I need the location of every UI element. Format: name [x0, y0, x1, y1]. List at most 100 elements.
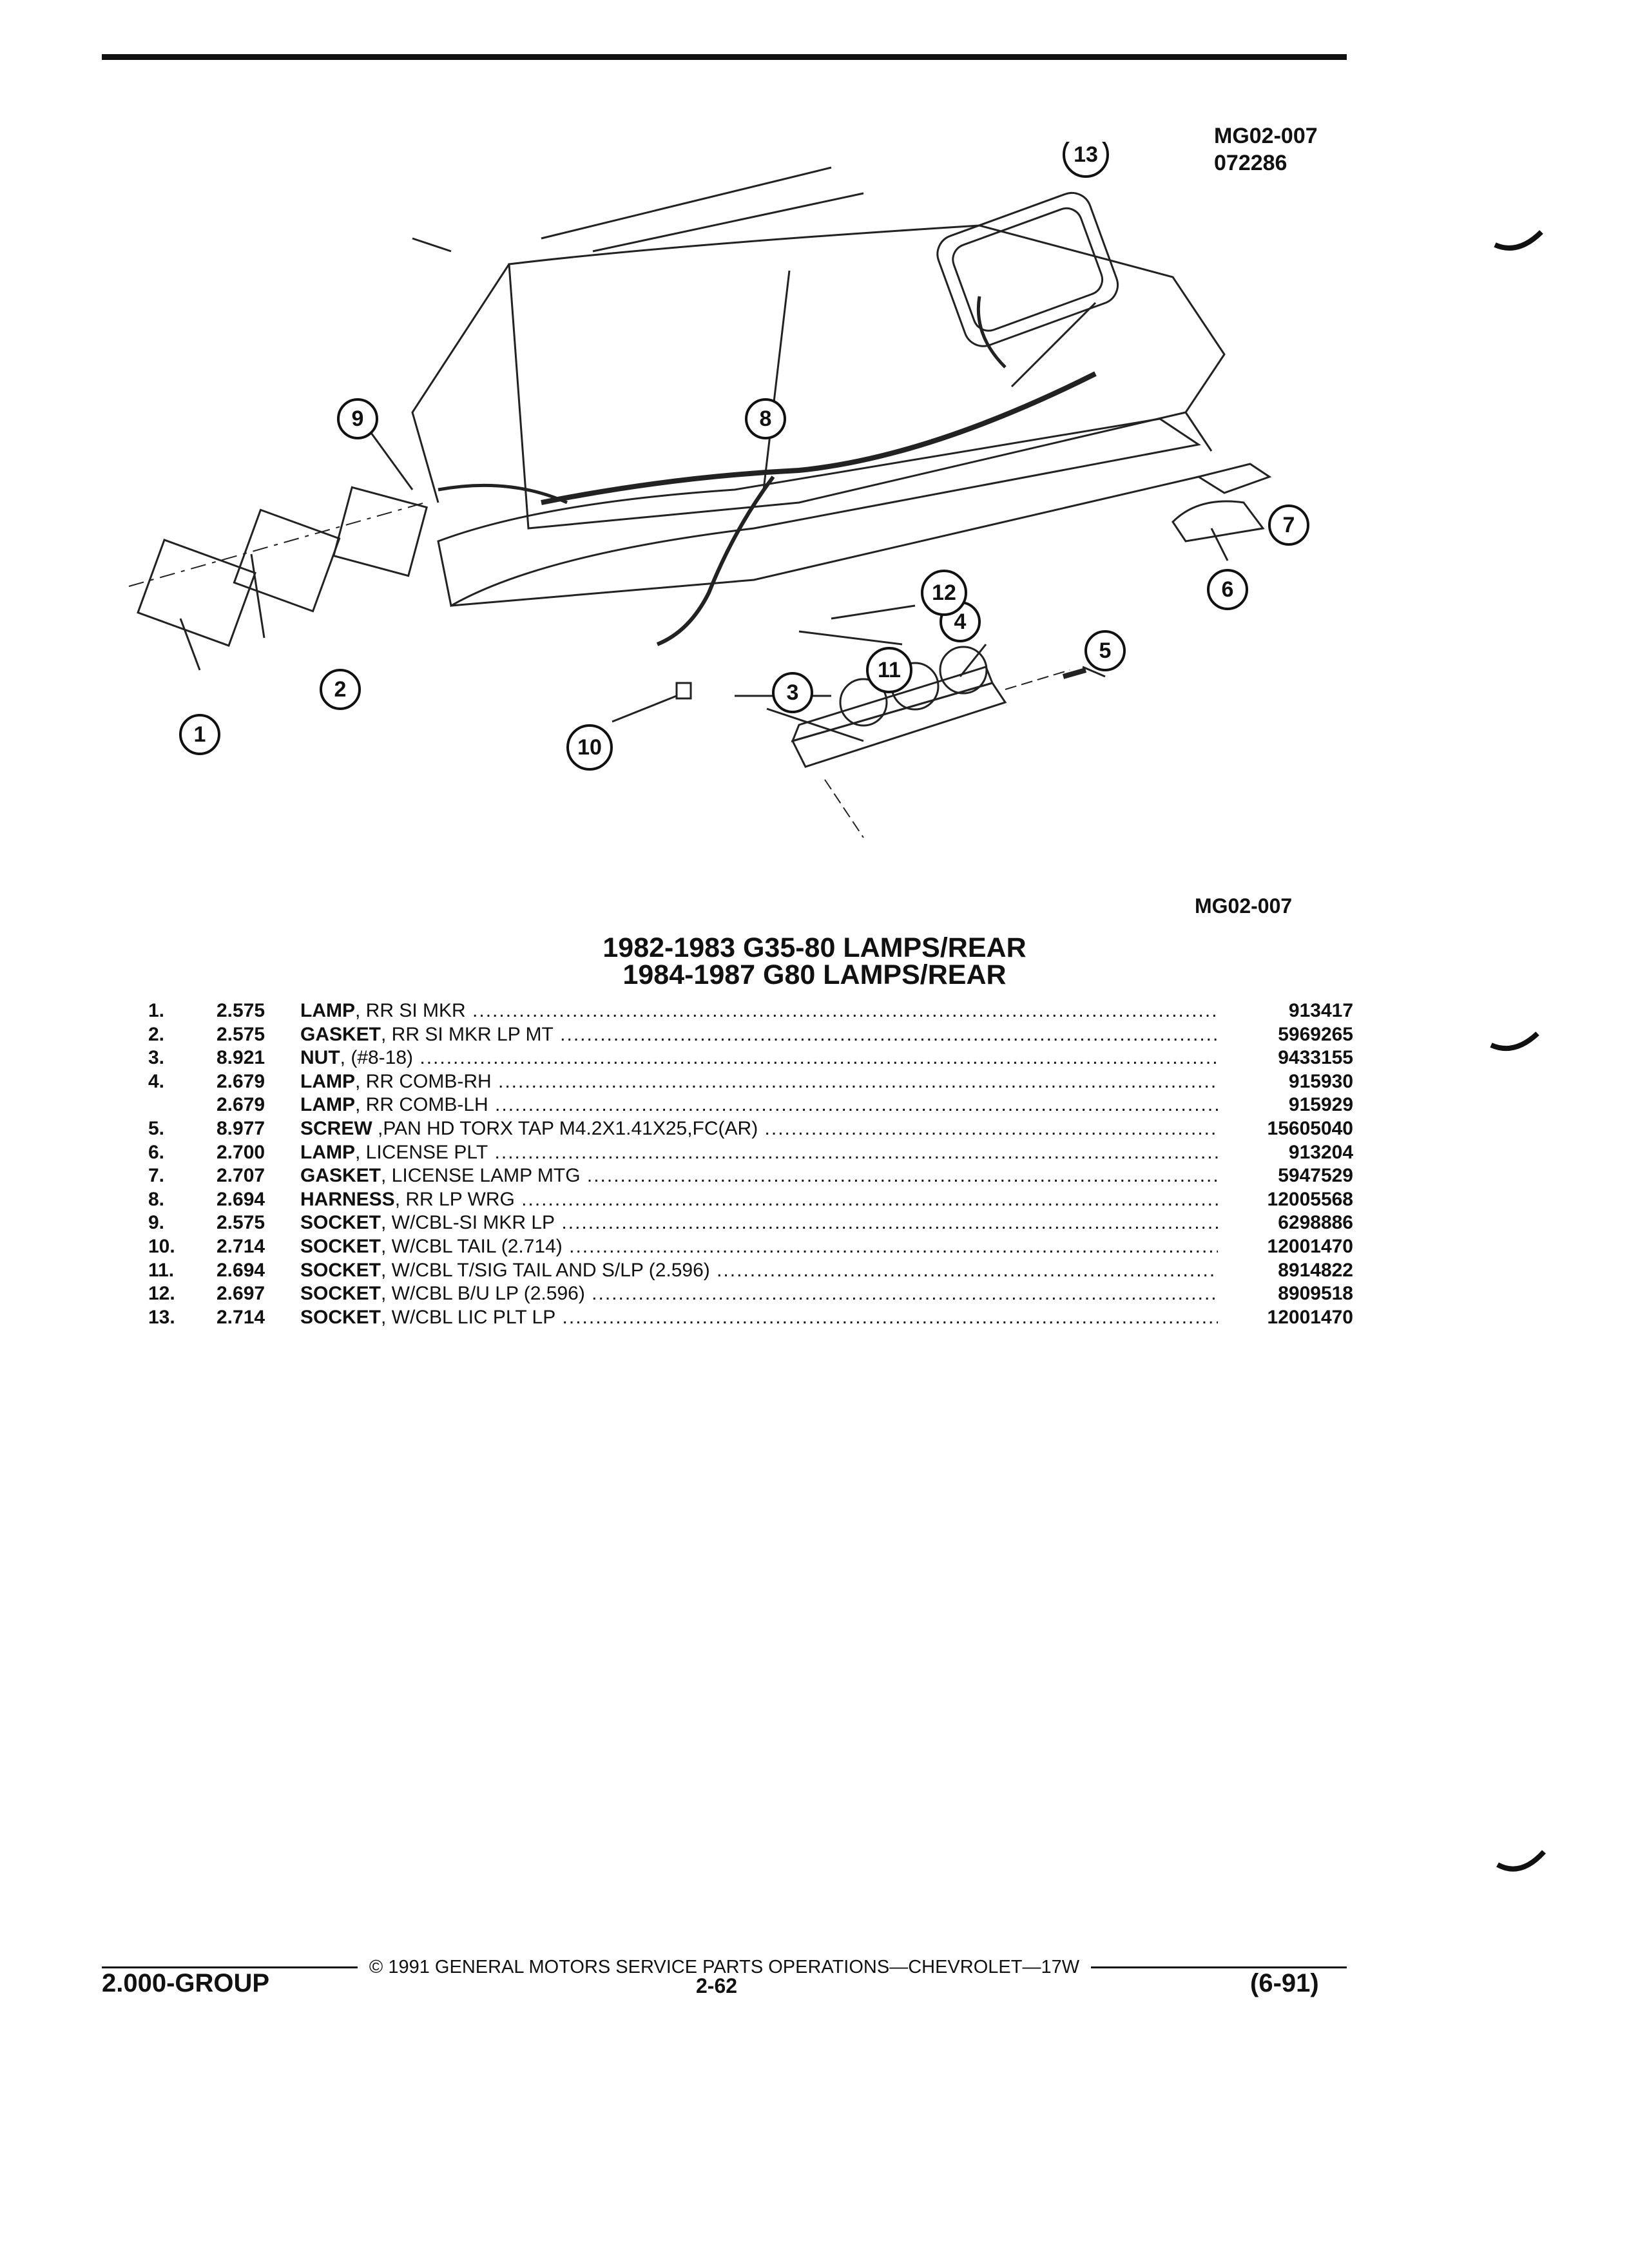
- item-number: 12.: [148, 1283, 175, 1305]
- group-ref: 2.714: [217, 1235, 265, 1257]
- description: SOCKET, W/CBL B/U LP (2.596): [300, 1283, 1218, 1305]
- wiring-harness: [541, 371, 1097, 505]
- svg-text:9: 9: [352, 407, 364, 431]
- figure-label: MG02-007: [1195, 894, 1293, 918]
- callout-6: 6: [1207, 569, 1248, 610]
- callout-11: 11: [866, 647, 912, 693]
- roof-line-2: [592, 192, 864, 253]
- item-number: 11.: [148, 1259, 175, 1281]
- license-gasket: [1196, 463, 1272, 494]
- license-recess-inner: [952, 207, 1104, 332]
- screw: [1062, 668, 1087, 679]
- body-side-line: [411, 264, 510, 503]
- revision-date: (6-91): [1250, 1969, 1319, 1997]
- part-number: 5947529: [1278, 1165, 1353, 1187]
- group-ref: 2.679: [217, 1070, 265, 1092]
- rear-bumper: [437, 418, 1201, 608]
- parts-row: 4. 2.679 LAMP, RR COMB-RH 915930: [148, 1071, 1353, 1095]
- ref-code: MG02-007: [1214, 124, 1318, 148]
- part-number: 12001470: [1267, 1306, 1353, 1328]
- harness-lic: [976, 296, 1007, 369]
- description: SOCKET, W/CBL T/SIG TAIL AND S/LP (2.596…: [300, 1260, 1218, 1282]
- nut: [675, 682, 692, 700]
- parts-row: 11. 2.694 SOCKET, W/CBL T/SIG TAIL AND S/L…: [148, 1260, 1353, 1283]
- description: GASKET, RR SI MKR LP MT: [300, 1024, 1218, 1046]
- footer-rule-left: [102, 1966, 358, 1968]
- copyright-text: © 1991 GENERAL MOTORS SERVICE PARTS OPER…: [369, 1957, 1080, 1977]
- binder-mark-icon: [1494, 230, 1543, 251]
- roof-line: [541, 166, 832, 240]
- description: LAMP, RR COMB-RH: [300, 1071, 1218, 1093]
- part-number: 15605040: [1267, 1117, 1353, 1139]
- group-ref: 2.575: [217, 1023, 265, 1045]
- svg-text:8: 8: [760, 407, 772, 431]
- item-number: 2.: [148, 1023, 165, 1045]
- side-marker-gasket: [233, 508, 341, 613]
- title-line-1: 1982-1983 G35-80 LAMPS/REAR: [602, 932, 1027, 963]
- description: SOCKET, W/CBL TAIL (2.714): [300, 1236, 1218, 1258]
- page-number: 2-62: [696, 1974, 738, 1997]
- part-number: 915929: [1288, 1094, 1353, 1116]
- item-number: 1.: [148, 1000, 165, 1021]
- centerline: [128, 502, 426, 587]
- description: LAMP, RR COMB-LH: [300, 1094, 1218, 1116]
- binder-mark-icon: [1496, 1850, 1546, 1872]
- item-number: 13.: [148, 1306, 175, 1328]
- part-number: 8914822: [1278, 1259, 1353, 1281]
- item-number: 9.: [148, 1212, 165, 1234]
- group-ref: 2.575: [217, 1212, 265, 1234]
- part-number: 6298886: [1278, 1212, 1353, 1234]
- group-ref: 8.977: [217, 1117, 265, 1139]
- part-number: 915930: [1288, 1070, 1353, 1092]
- harness-branch: [656, 476, 775, 646]
- description: SOCKET, W/CBL-SI MKR LP: [300, 1212, 1218, 1234]
- callout-12: 12: [921, 570, 967, 616]
- svg-text:3: 3: [787, 680, 799, 705]
- screw-line: [1005, 669, 1070, 690]
- group-ref: 2.694: [217, 1259, 265, 1281]
- part-number: 5969265: [1278, 1023, 1353, 1045]
- parts-row: 1. 2.575 LAMP, RR SI MKR 913417: [148, 1000, 1353, 1024]
- svg-text:2: 2: [334, 677, 347, 702]
- svg-text:10: 10: [577, 735, 602, 760]
- part-number: 12005568: [1267, 1188, 1353, 1210]
- svg-text:4: 4: [954, 610, 967, 634]
- description: LAMP, RR SI MKR: [300, 1000, 1218, 1022]
- description: LAMP, LICENSE PLT: [300, 1142, 1218, 1164]
- part-number: 8909518: [1278, 1283, 1353, 1305]
- part-number: 913417: [1288, 1000, 1353, 1021]
- item-number: 4.: [148, 1070, 165, 1092]
- description: SCREW ,PAN HD TORX TAP M4.2X1.41X25,FC(A…: [300, 1118, 1218, 1140]
- item-number: 10.: [148, 1235, 175, 1257]
- item-number: 5.: [148, 1117, 165, 1139]
- callout-5: 5: [1084, 630, 1126, 671]
- group-ref: 2.575: [217, 1000, 265, 1021]
- lamp-bulb-housing: [839, 678, 888, 727]
- item-number: 3.: [148, 1047, 165, 1069]
- callout-7: 7: [1268, 505, 1309, 546]
- description: SOCKET, W/CBL LIC PLT LP: [300, 1307, 1218, 1329]
- svg-text:7: 7: [1283, 513, 1295, 537]
- license-lamp: [1171, 500, 1265, 543]
- top-rule: [102, 54, 1347, 60]
- section-titles: 1982-1983 G35-80 LAMPS/REAR 1984-1987 G8…: [0, 932, 1629, 989]
- exploded-view-diagram: 1 2 3 4 5 6 7 8 9 10 11 12 13: [90, 131, 1353, 876]
- parts-row: 9. 2.575 SOCKET, W/CBL-SI MKR LP 6298886: [148, 1212, 1353, 1236]
- group-ref: 2.697: [217, 1283, 265, 1305]
- callout-8: 8: [745, 398, 786, 439]
- license-recess: [936, 191, 1119, 347]
- part-number: 913204: [1288, 1141, 1353, 1163]
- callout-3: 3: [772, 672, 813, 713]
- description: NUT, (#8-18): [300, 1047, 1218, 1069]
- bumper-lower: [450, 476, 1199, 607]
- side-marker-lamp: [137, 539, 256, 647]
- harness-side: [438, 483, 568, 505]
- item-number: 7.: [148, 1165, 165, 1187]
- callout-2: 2: [320, 669, 361, 710]
